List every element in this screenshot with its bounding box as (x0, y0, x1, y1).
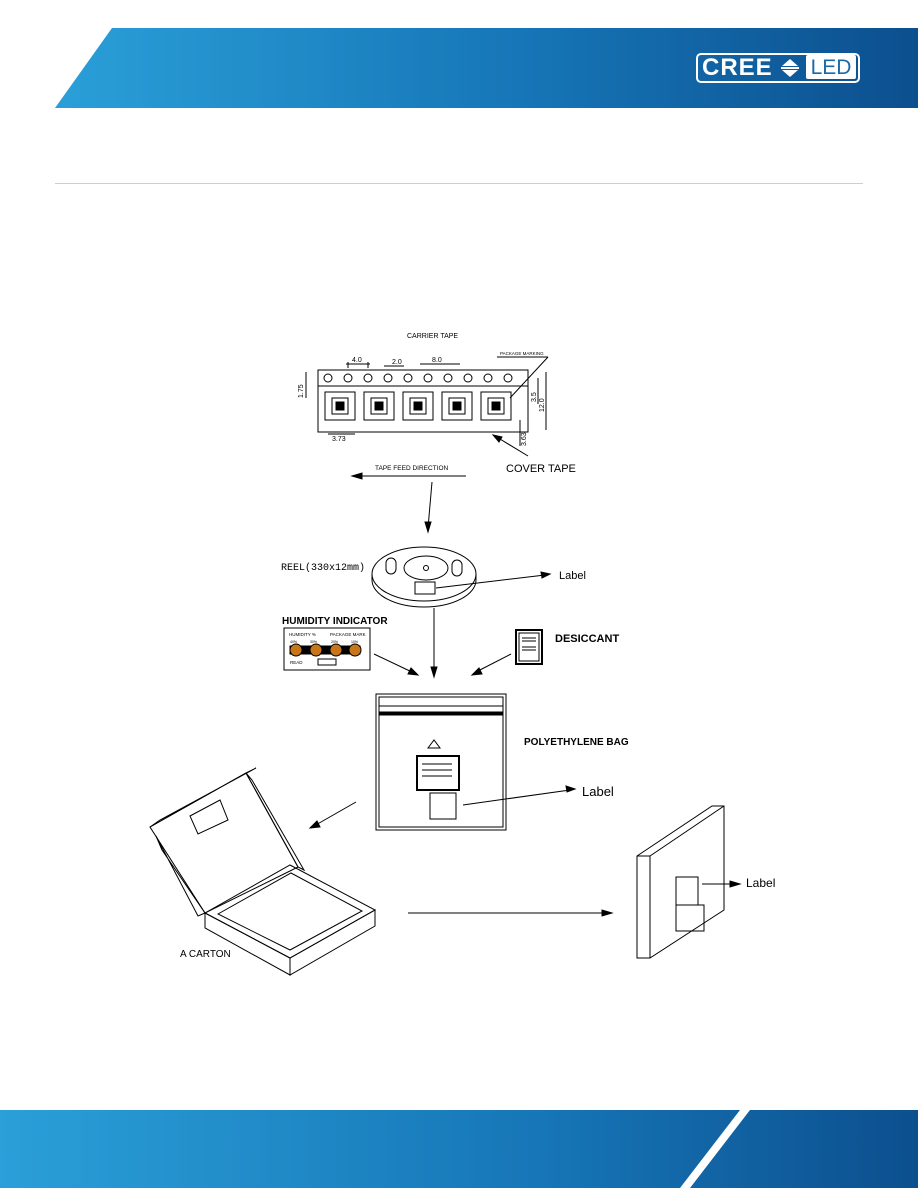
tape-pockets (324, 391, 512, 421)
reel-tag-label: Label (559, 570, 586, 582)
dim-pocket: 3.73 (332, 436, 346, 443)
humidity-header-left: HUMIDITY % (289, 632, 316, 637)
polyethylene-bag: POLYETHYLENE BAG Label (375, 693, 629, 831)
dim-pocket2: 3.63 (521, 432, 528, 446)
footer-band (0, 1110, 918, 1188)
carton-title: A CARTON (180, 949, 231, 960)
package-marking-label: PACKAGE MARKING (500, 351, 544, 356)
header-band (55, 28, 918, 108)
logo-led-box: LED (806, 55, 856, 79)
closed-box: Label (636, 805, 775, 959)
humidity-header-right: PACKAGE MARK (330, 632, 366, 637)
sprocket-holes (323, 373, 513, 383)
humidity-level-1: 40% (290, 640, 297, 644)
logo-led-text: LED (810, 56, 852, 79)
cree-led-logo: CREE LED (696, 53, 860, 83)
dim-edge: 1.75 (298, 384, 305, 398)
reel: REEL(330x12mm) Label (281, 546, 586, 608)
reel-label: REEL(330x12mm) (281, 562, 365, 574)
logo-frame (696, 53, 860, 83)
humidity-level-2: 30% (310, 640, 317, 644)
tape-feed-direction: TAPE FEED DIRECTION (375, 465, 448, 472)
desiccant: DESICCANT (470, 629, 619, 676)
humidity-level-4: 10% (351, 640, 358, 644)
packaging-diagram: CARRIER TAPE PACKAGE MARKING (149, 333, 775, 976)
box-tag-label: Label (746, 876, 775, 890)
bag-tag-label: Label (582, 784, 614, 799)
bag-title: POLYETHYLENE BAG (524, 737, 629, 748)
dim-hole-pitch: 4.0 (352, 357, 362, 364)
header-divider (55, 183, 863, 184)
carrier-tape-title: CARRIER TAPE (407, 333, 458, 340)
humidity-level-3: 20% (331, 640, 338, 644)
humidity-read: READ (290, 660, 303, 665)
dim-width: 12.0 (539, 398, 546, 412)
carrier-tape: CARRIER TAPE PACKAGE MARKING (298, 333, 576, 480)
humidity-title: HUMIDITY INDICATOR (282, 616, 388, 627)
cover-tape-label: COVER TAPE (506, 463, 576, 475)
humidity-indicator: HUMIDITY INDICATOR HUMIDITY % PACKAGE MA… (282, 616, 420, 676)
logo-chevron-icon (781, 59, 799, 77)
carton: A CARTON (149, 767, 377, 976)
dim-3-5: 3.5 (531, 392, 538, 402)
logo-cree-text: CREE (702, 54, 773, 81)
dim-2: 2.0 (392, 359, 402, 366)
dim-pocket-pitch: 8.0 (432, 357, 442, 364)
desiccant-title: DESICCANT (555, 633, 619, 645)
